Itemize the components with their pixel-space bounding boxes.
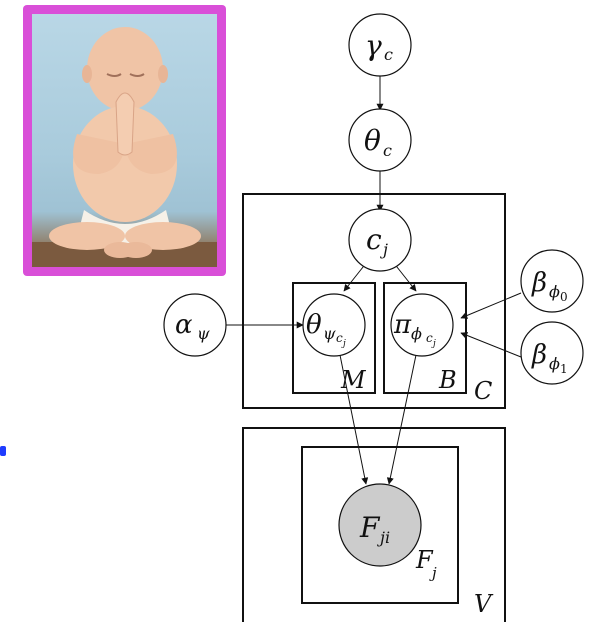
node-beta-phi0-subsub: 0 [560, 290, 568, 304]
node-theta-c-main: θ [364, 124, 381, 157]
node-beta-phi0-sub: ϕ [549, 282, 560, 301]
node-beta-phi0-main: β [531, 268, 547, 298]
node-theta-psi-main: θ [306, 310, 322, 340]
node-alpha-psi: α ψ [163, 293, 227, 357]
edge-c-thetapsi [343, 261, 368, 292]
node-beta-phi1-subsub: 1 [560, 362, 568, 376]
node-alpha-psi-sub: ψ [197, 324, 210, 343]
praying-baby-photo [32, 14, 217, 267]
node-beta-phi0: β ϕ 0 [520, 249, 584, 313]
edge-thetapsi-f [339, 354, 369, 485]
plate-v [242, 427, 506, 622]
node-pi-phi-sub: ϕ [411, 324, 422, 343]
node-theta-c-sub: c [383, 141, 392, 160]
node-theta-psi-sub: ψ [323, 324, 336, 343]
photo-frame [23, 5, 226, 276]
node-gamma-c-main: γ [365, 29, 382, 62]
node-pi-phi-subsubsub: j [431, 339, 436, 349]
node-pi-phi: π ϕ c j [390, 293, 454, 357]
node-gamma-c: γ c [348, 13, 412, 77]
node-gamma-c-sub: c [384, 45, 393, 64]
node-alpha-psi-main: α [175, 310, 193, 340]
node-beta-phi1-main: β [531, 340, 547, 370]
edge-beta0-pi [460, 292, 522, 319]
accent-dot [0, 446, 6, 456]
node-c-j: c j [348, 208, 412, 272]
node-theta-psi-subsubsub: j [341, 339, 346, 349]
edge-pi-f [386, 354, 417, 485]
node-beta-phi1: β ϕ 1 [520, 321, 584, 385]
node-theta-psi: θ ψ c j [302, 293, 366, 357]
plate-fj [301, 446, 459, 604]
plate-b-label: B [438, 366, 457, 394]
plate-fj-sub: j [429, 564, 437, 582]
plate-c-label: C [474, 377, 492, 405]
node-f-ji-main: F [359, 511, 381, 544]
edge-beta1-pi [460, 332, 522, 358]
plate-v-label: V [474, 590, 494, 618]
node-c-j-main: c [366, 223, 382, 256]
node-theta-c: θ c [348, 108, 412, 172]
node-f-ji: F ji [338, 483, 422, 567]
plate-m [292, 282, 376, 394]
plate-fj-label: F j [415, 546, 437, 582]
baby-illustration [32, 27, 217, 267]
node-f-ji-circle [338, 483, 422, 567]
edge-c-pi [392, 261, 417, 292]
node-c-j-sub: j [380, 240, 388, 259]
plate-c [242, 193, 506, 409]
node-theta-psi-subsub: c [336, 331, 343, 345]
node-f-ji-sub: ji [377, 528, 390, 547]
node-pi-phi-main: π [393, 310, 412, 340]
node-pi-phi-subsub: c [426, 331, 433, 345]
plate-fj-main: F [415, 546, 434, 574]
plate-m-label: M [340, 366, 367, 394]
node-beta-phi1-sub: ϕ [549, 354, 560, 373]
